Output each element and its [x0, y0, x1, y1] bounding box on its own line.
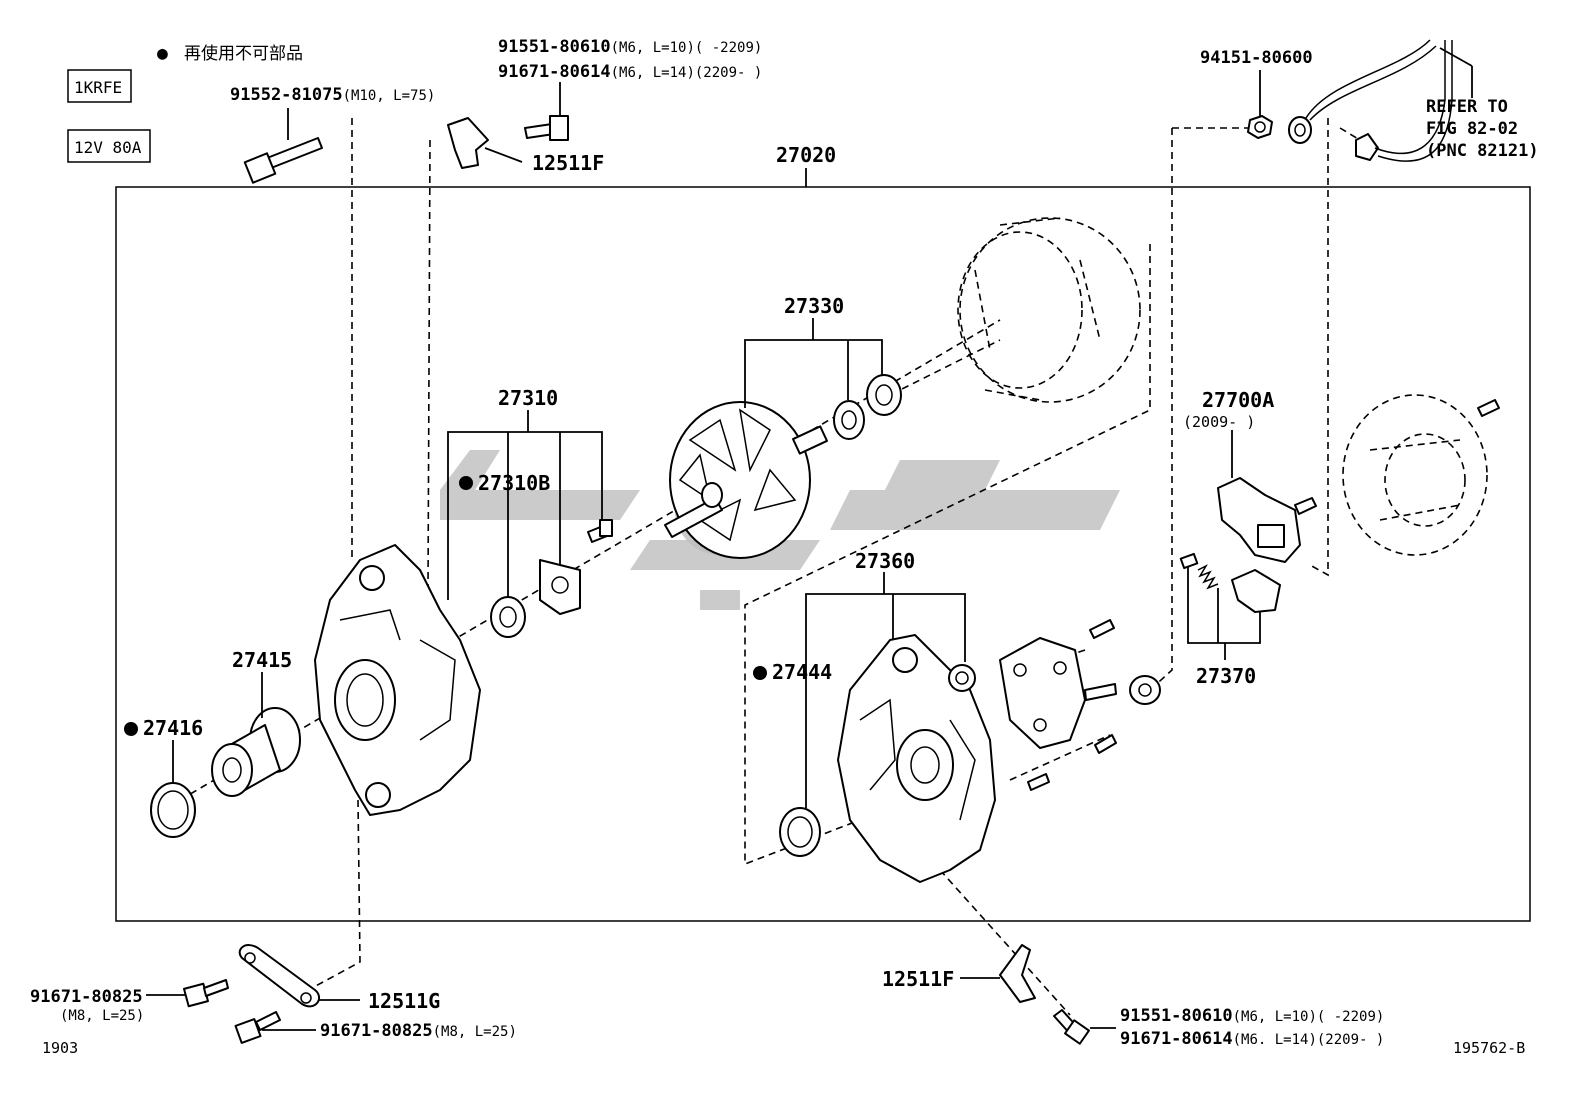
stator — [957, 217, 1141, 403]
end-cover-seal — [779, 807, 821, 857]
label-94151-80600: 94151-80600 — [1200, 48, 1313, 68]
footer-left: 1903 — [42, 1039, 78, 1057]
brush — [1179, 552, 1199, 570]
regulator — [1217, 477, 1301, 563]
label-91671-80825-mid: 91671-80825(M8, L=25) — [320, 1021, 517, 1041]
rating-badge: 12V 80A — [74, 138, 142, 157]
small-screw — [1027, 773, 1050, 791]
rotor-bearing-a — [833, 400, 865, 440]
label-27370: 27370 — [1196, 664, 1256, 688]
terminal-ring — [1288, 39, 1453, 162]
rear-cover — [1342, 394, 1488, 556]
rectifier-end-frame — [837, 634, 996, 883]
rectifier-screw-a — [1089, 619, 1115, 639]
rotor-bearing-b — [866, 374, 902, 416]
terminal-insulator — [1129, 675, 1161, 705]
end-frame-bushing — [948, 664, 976, 692]
bracket-12511F-top — [447, 117, 489, 169]
assembly-frame — [115, 186, 1531, 922]
retainer-screw — [587, 519, 613, 543]
bolt-91671-80825-left — [183, 979, 229, 1008]
label-91552-81075: 91552-81075(M10, L=75) — [230, 85, 435, 105]
label-27330: 27330 — [784, 294, 844, 318]
reuse-dot-27416 — [124, 722, 138, 736]
label-27310: 27310 — [498, 386, 558, 410]
engine-badge-frame — [67, 69, 132, 103]
label-91671-80614-top: 91671-80614(M6, L=14)(2209- ) — [498, 62, 762, 82]
label-91671-80825-left-spec: (M8, L=25) — [60, 1008, 144, 1024]
refer-line-3: (PNC 82121) — [1426, 141, 1539, 161]
bolt-91552-81075 — [243, 137, 323, 184]
pulley-seal — [150, 782, 196, 838]
rear-cover-screw — [1477, 399, 1500, 417]
label-27360: 27360 — [855, 549, 915, 573]
drive-end-frame — [314, 544, 481, 816]
rectifier-plate — [999, 637, 1086, 749]
bolt-91551-80610-bottom — [1053, 1009, 1090, 1045]
dashed-guides — [179, 118, 1361, 1016]
label-91671-80825-left: 91671-80825 — [30, 987, 143, 1007]
footer-right: 195762-B — [1453, 1039, 1525, 1057]
nut-94151-80600 — [1247, 115, 1273, 139]
bracket-12511F-bottom — [999, 944, 1036, 1003]
bolt-91671-80825-mid — [234, 1011, 281, 1044]
pulley — [211, 707, 301, 797]
label-27444: 27444 — [772, 660, 832, 684]
label-12511G: 12511G — [368, 989, 440, 1013]
bracket-12511G — [238, 944, 321, 1008]
brush-holder — [1231, 569, 1281, 613]
brush-spring — [1197, 564, 1219, 590]
rectifier-screw-b — [1094, 734, 1117, 754]
label-12511F-bottom: 12511F — [882, 967, 954, 991]
refer-line-2: FIG 82-02 — [1426, 119, 1518, 139]
bearing-27310 — [490, 596, 526, 638]
label-27415: 27415 — [232, 648, 292, 672]
rotor — [664, 401, 828, 559]
legend-text: 再使用不可部品 — [184, 43, 303, 64]
label-27020: 27020 — [776, 143, 836, 167]
bearing-retainer-plate — [539, 559, 581, 615]
label-91551-80610-bottom: 91551-80610(M6, L=10)( -2209) — [1120, 1006, 1384, 1026]
reuse-dot-27444 — [753, 666, 767, 680]
refer-line-1: REFER TO — [1426, 97, 1508, 117]
engine-badge: 1KRFE — [74, 78, 122, 97]
label-12511F-top: 12511F — [532, 151, 604, 175]
legend-dot: ● — [157, 43, 168, 64]
label-27310B: 27310B — [478, 471, 550, 495]
terminal-stud — [1084, 683, 1117, 701]
label-27416: 27416 — [143, 716, 203, 740]
bolt-91551-80610-top — [524, 115, 569, 141]
reuse-dot-27310B — [459, 476, 473, 490]
rating-badge-frame — [67, 129, 151, 163]
regulator-screw — [1294, 497, 1317, 515]
label-91551-80610-top: 91551-80610(M6, L=10)( -2209) — [498, 37, 762, 57]
label-27700A-note: (2009- ) — [1183, 413, 1255, 431]
label-91671-80614-bottom: 91671-80614(M6. L=14)(2209- ) — [1120, 1029, 1384, 1049]
label-27700A: 27700A — [1202, 388, 1274, 412]
